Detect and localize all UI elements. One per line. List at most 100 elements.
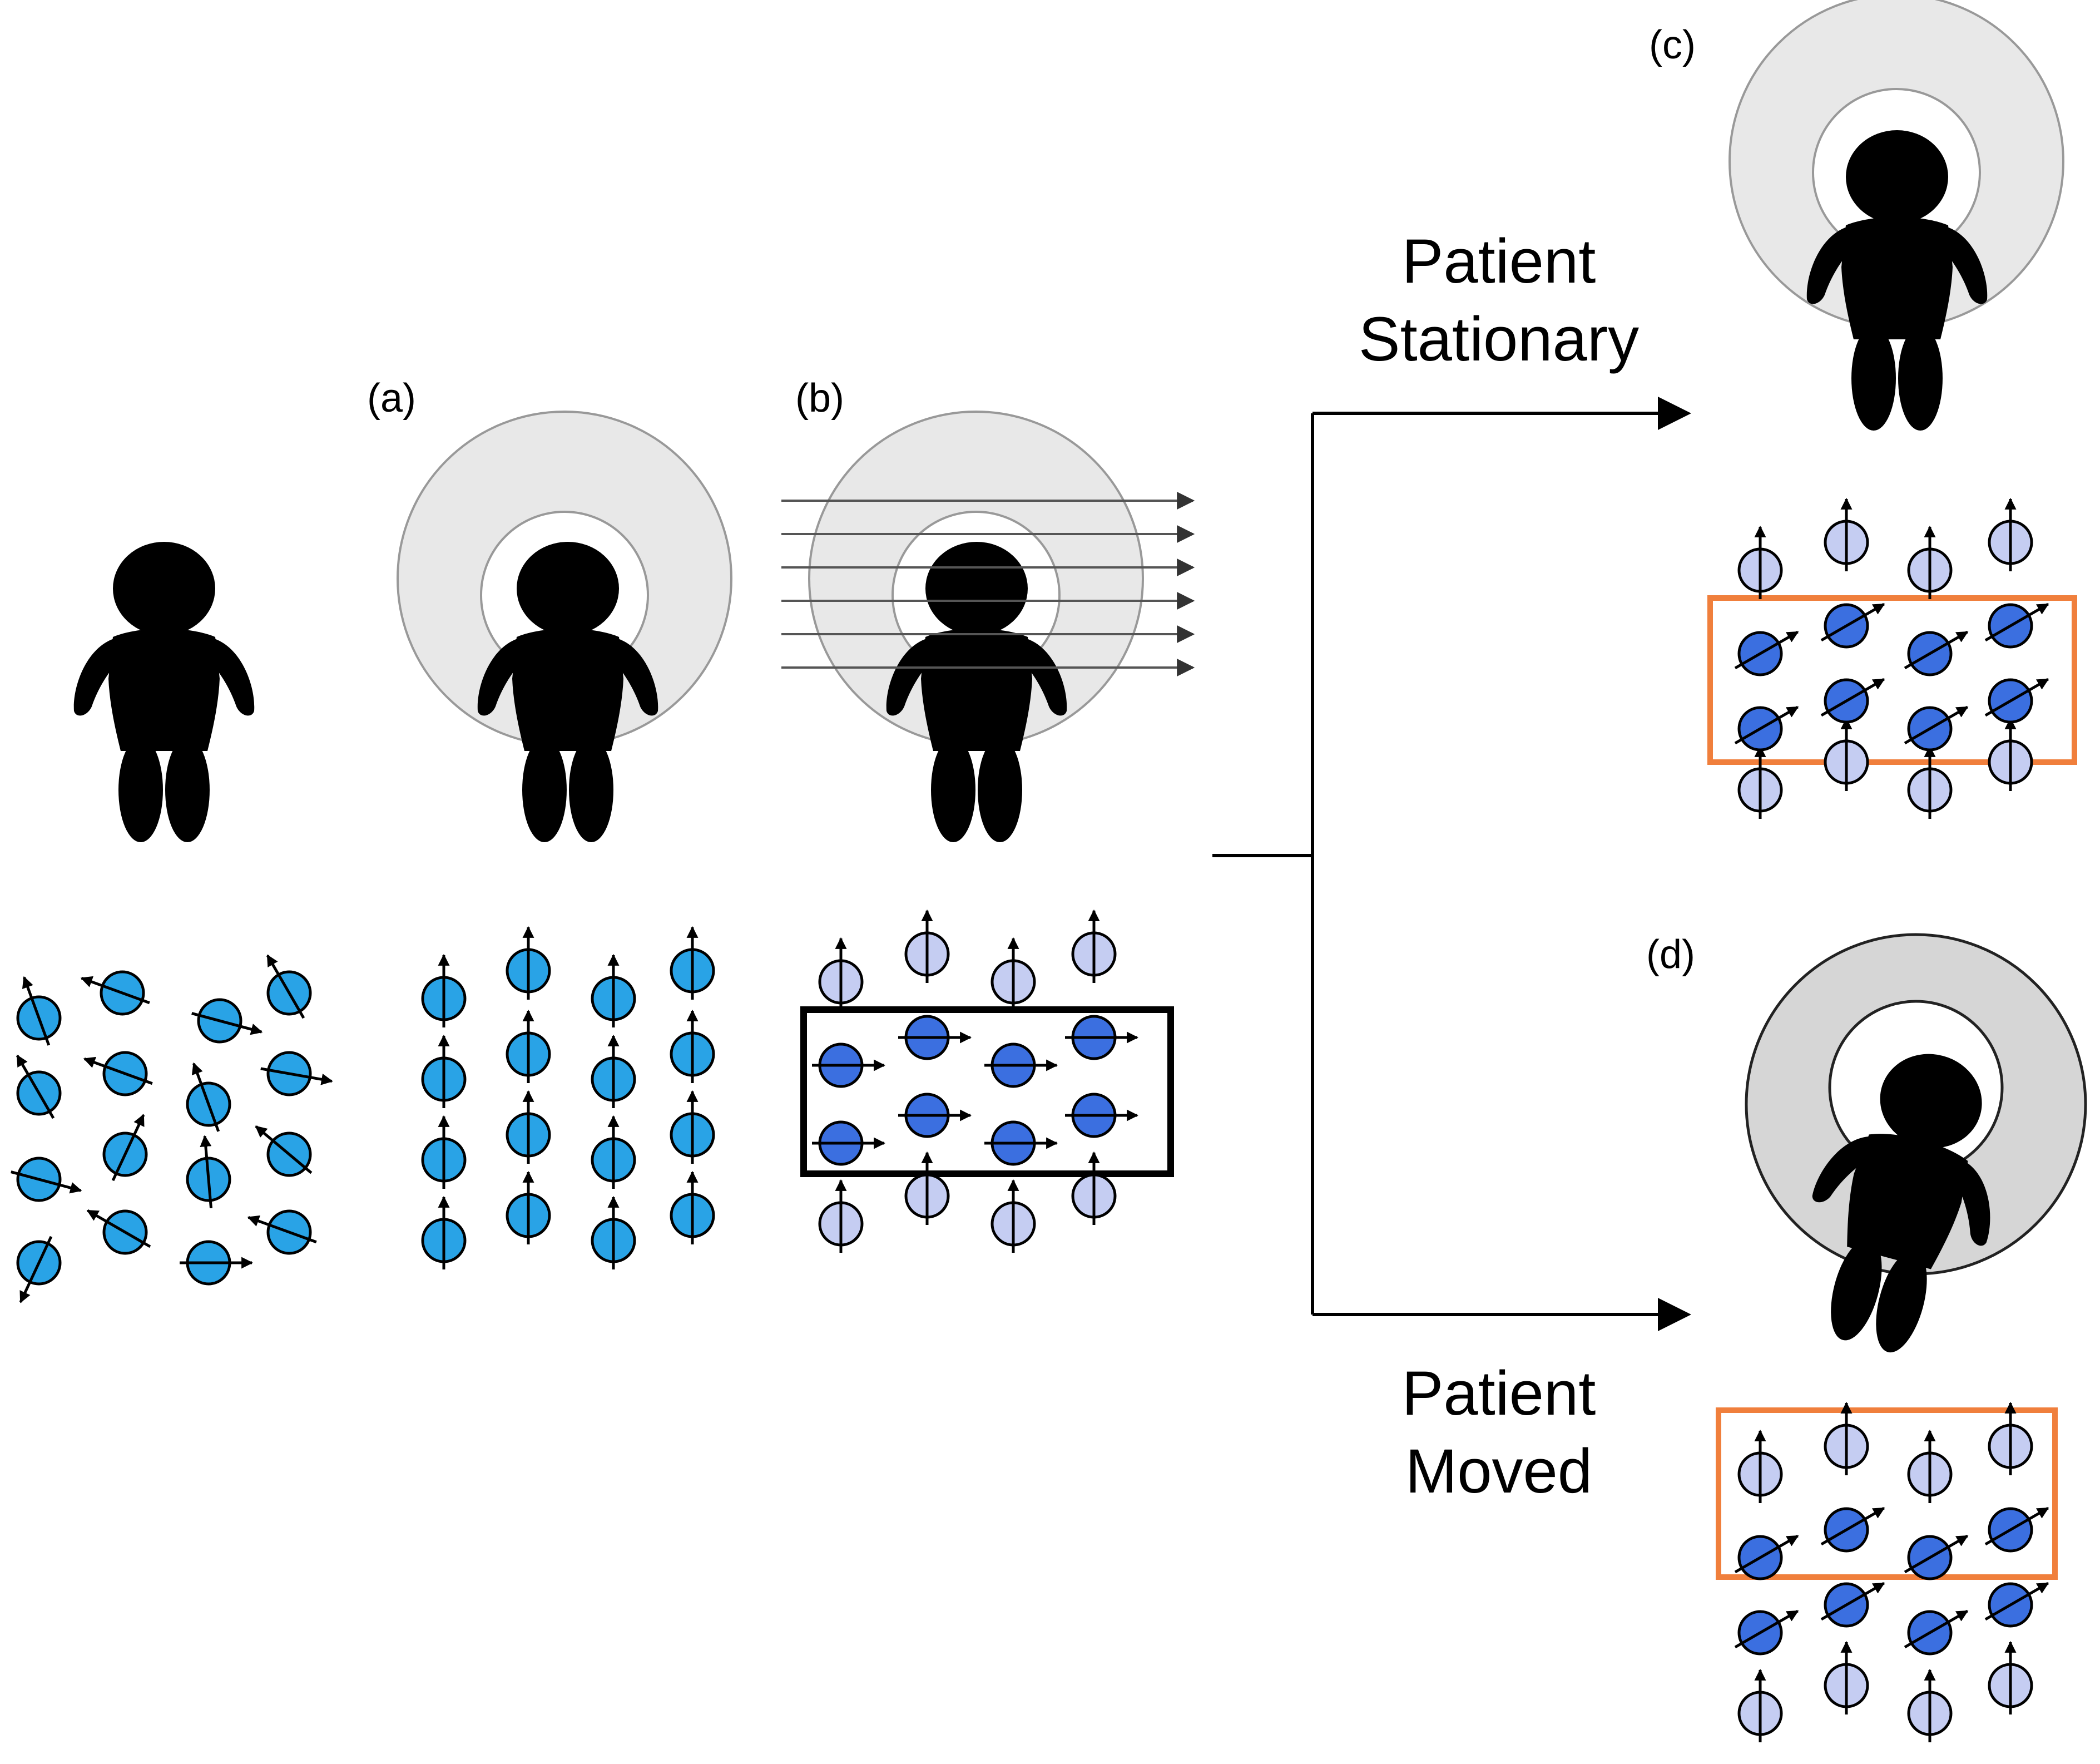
spin-icon (191, 998, 263, 1044)
spin-icon (506, 1090, 551, 1164)
spin-icon (591, 1195, 636, 1269)
spin-icon (1071, 1151, 1117, 1225)
spin-icon (1071, 909, 1117, 983)
spin-icon (1907, 745, 1953, 819)
spin-icon (180, 1240, 254, 1286)
spin-icon (186, 1135, 231, 1209)
spins-c (1734, 497, 2049, 819)
spin-icon (1820, 678, 1885, 724)
spins-b (812, 909, 1139, 1253)
spin-icon (1824, 1641, 1869, 1714)
spin-icon (1988, 717, 2033, 791)
panel-label-c: (c) (1649, 23, 1696, 67)
spin-icon (421, 953, 467, 1027)
spin-icon (266, 954, 312, 1019)
label-patient-moved-line1: Patient (1401, 1358, 1596, 1428)
patient-silhouette-icon (73, 542, 255, 842)
spin-icon (984, 1042, 1058, 1088)
spin-icon (506, 926, 551, 1000)
spin-icon (255, 1125, 313, 1177)
spin-icon (1824, 717, 1869, 791)
spin-icon (1820, 1582, 1885, 1628)
label-patient-stationary-line1: Patient (1401, 226, 1596, 296)
spin-icon (80, 970, 150, 1016)
spin-icon (670, 1090, 715, 1164)
spin-icon (1824, 1401, 1869, 1475)
panel-label-d: (d) (1646, 932, 1695, 977)
flow-arrows (1212, 397, 1691, 1331)
spin-icon (1737, 1668, 1783, 1742)
spin-icon (1988, 1401, 2033, 1475)
spin-icon (904, 909, 950, 983)
spin-icon (1820, 1506, 1885, 1553)
spin-icon (812, 1120, 886, 1166)
spin-icon (591, 1115, 636, 1189)
spin-icon (1737, 1429, 1783, 1503)
spin-icon (1984, 1506, 2049, 1553)
spin-icon (247, 1209, 317, 1255)
spins-d (1734, 1401, 2049, 1742)
spin-icon (1907, 1429, 1953, 1503)
slice-box-b (800, 1006, 1174, 1177)
spin-icon (260, 1051, 333, 1096)
spin-icon (1065, 1015, 1139, 1060)
spin-icon (1984, 602, 2049, 649)
spin-icon (1988, 497, 2033, 571)
spin-groups (11, 497, 2049, 1742)
spin-icon (16, 1236, 62, 1303)
spin-icon (1904, 1534, 1969, 1580)
spin-icon (1988, 1641, 2033, 1714)
spin-icon (1820, 602, 1885, 649)
spin-icon (1824, 497, 1869, 571)
spins-aligned-a (421, 926, 715, 1269)
spin-icon (421, 1195, 467, 1269)
spin-icon (812, 1042, 886, 1088)
spin-icon (670, 926, 715, 1000)
spin-icon (670, 1009, 715, 1083)
spin-icon (506, 1009, 551, 1083)
spin-icon (670, 1170, 715, 1244)
spin-icon (186, 1062, 231, 1132)
spin-icon (16, 976, 62, 1046)
spin-icon (102, 1114, 148, 1182)
spin-icon (83, 1051, 153, 1096)
spin-icon (1734, 705, 1799, 752)
spin-icon (818, 1179, 864, 1253)
spin-icon (1065, 1093, 1139, 1138)
spin-icon (1984, 678, 2049, 724)
panel-label-a: (a) (367, 376, 416, 421)
spin-icon (1984, 1582, 2049, 1628)
spin-icon (591, 953, 636, 1027)
spin-icon (990, 1179, 1036, 1253)
spin-icon (898, 1015, 972, 1060)
spins-random (11, 954, 333, 1303)
spin-icon (904, 1151, 950, 1225)
label-patient-stationary: Patient Stationary (1332, 223, 1666, 378)
spin-icon (818, 937, 864, 1011)
spin-icon (421, 1034, 467, 1108)
spin-icon (421, 1115, 467, 1189)
spin-icon (1904, 630, 1969, 676)
spin-icon (898, 1093, 972, 1138)
selected-slice-box-d (1716, 1407, 2058, 1580)
spin-icon (1907, 1668, 1953, 1742)
spin-icon (1734, 1534, 1799, 1580)
label-patient-moved-line2: Moved (1405, 1436, 1593, 1506)
spin-icon (11, 1157, 82, 1202)
spin-icon (990, 937, 1036, 1011)
spin-icon (1734, 630, 1799, 676)
label-patient-moved: Patient Moved (1332, 1355, 1666, 1510)
selected-slice-box-c (1707, 595, 2077, 765)
rf-pulse-lines (781, 492, 1195, 676)
spin-icon (506, 1170, 551, 1244)
label-patient-stationary-line2: Stationary (1358, 304, 1640, 374)
spin-icon (1904, 1609, 1969, 1656)
spin-icon (591, 1034, 636, 1108)
spin-icon (1904, 705, 1969, 752)
spin-icon (1907, 525, 1953, 599)
spin-icon (1734, 1609, 1799, 1656)
panel-label-b: (b) (795, 376, 844, 421)
spin-icon (86, 1209, 151, 1255)
